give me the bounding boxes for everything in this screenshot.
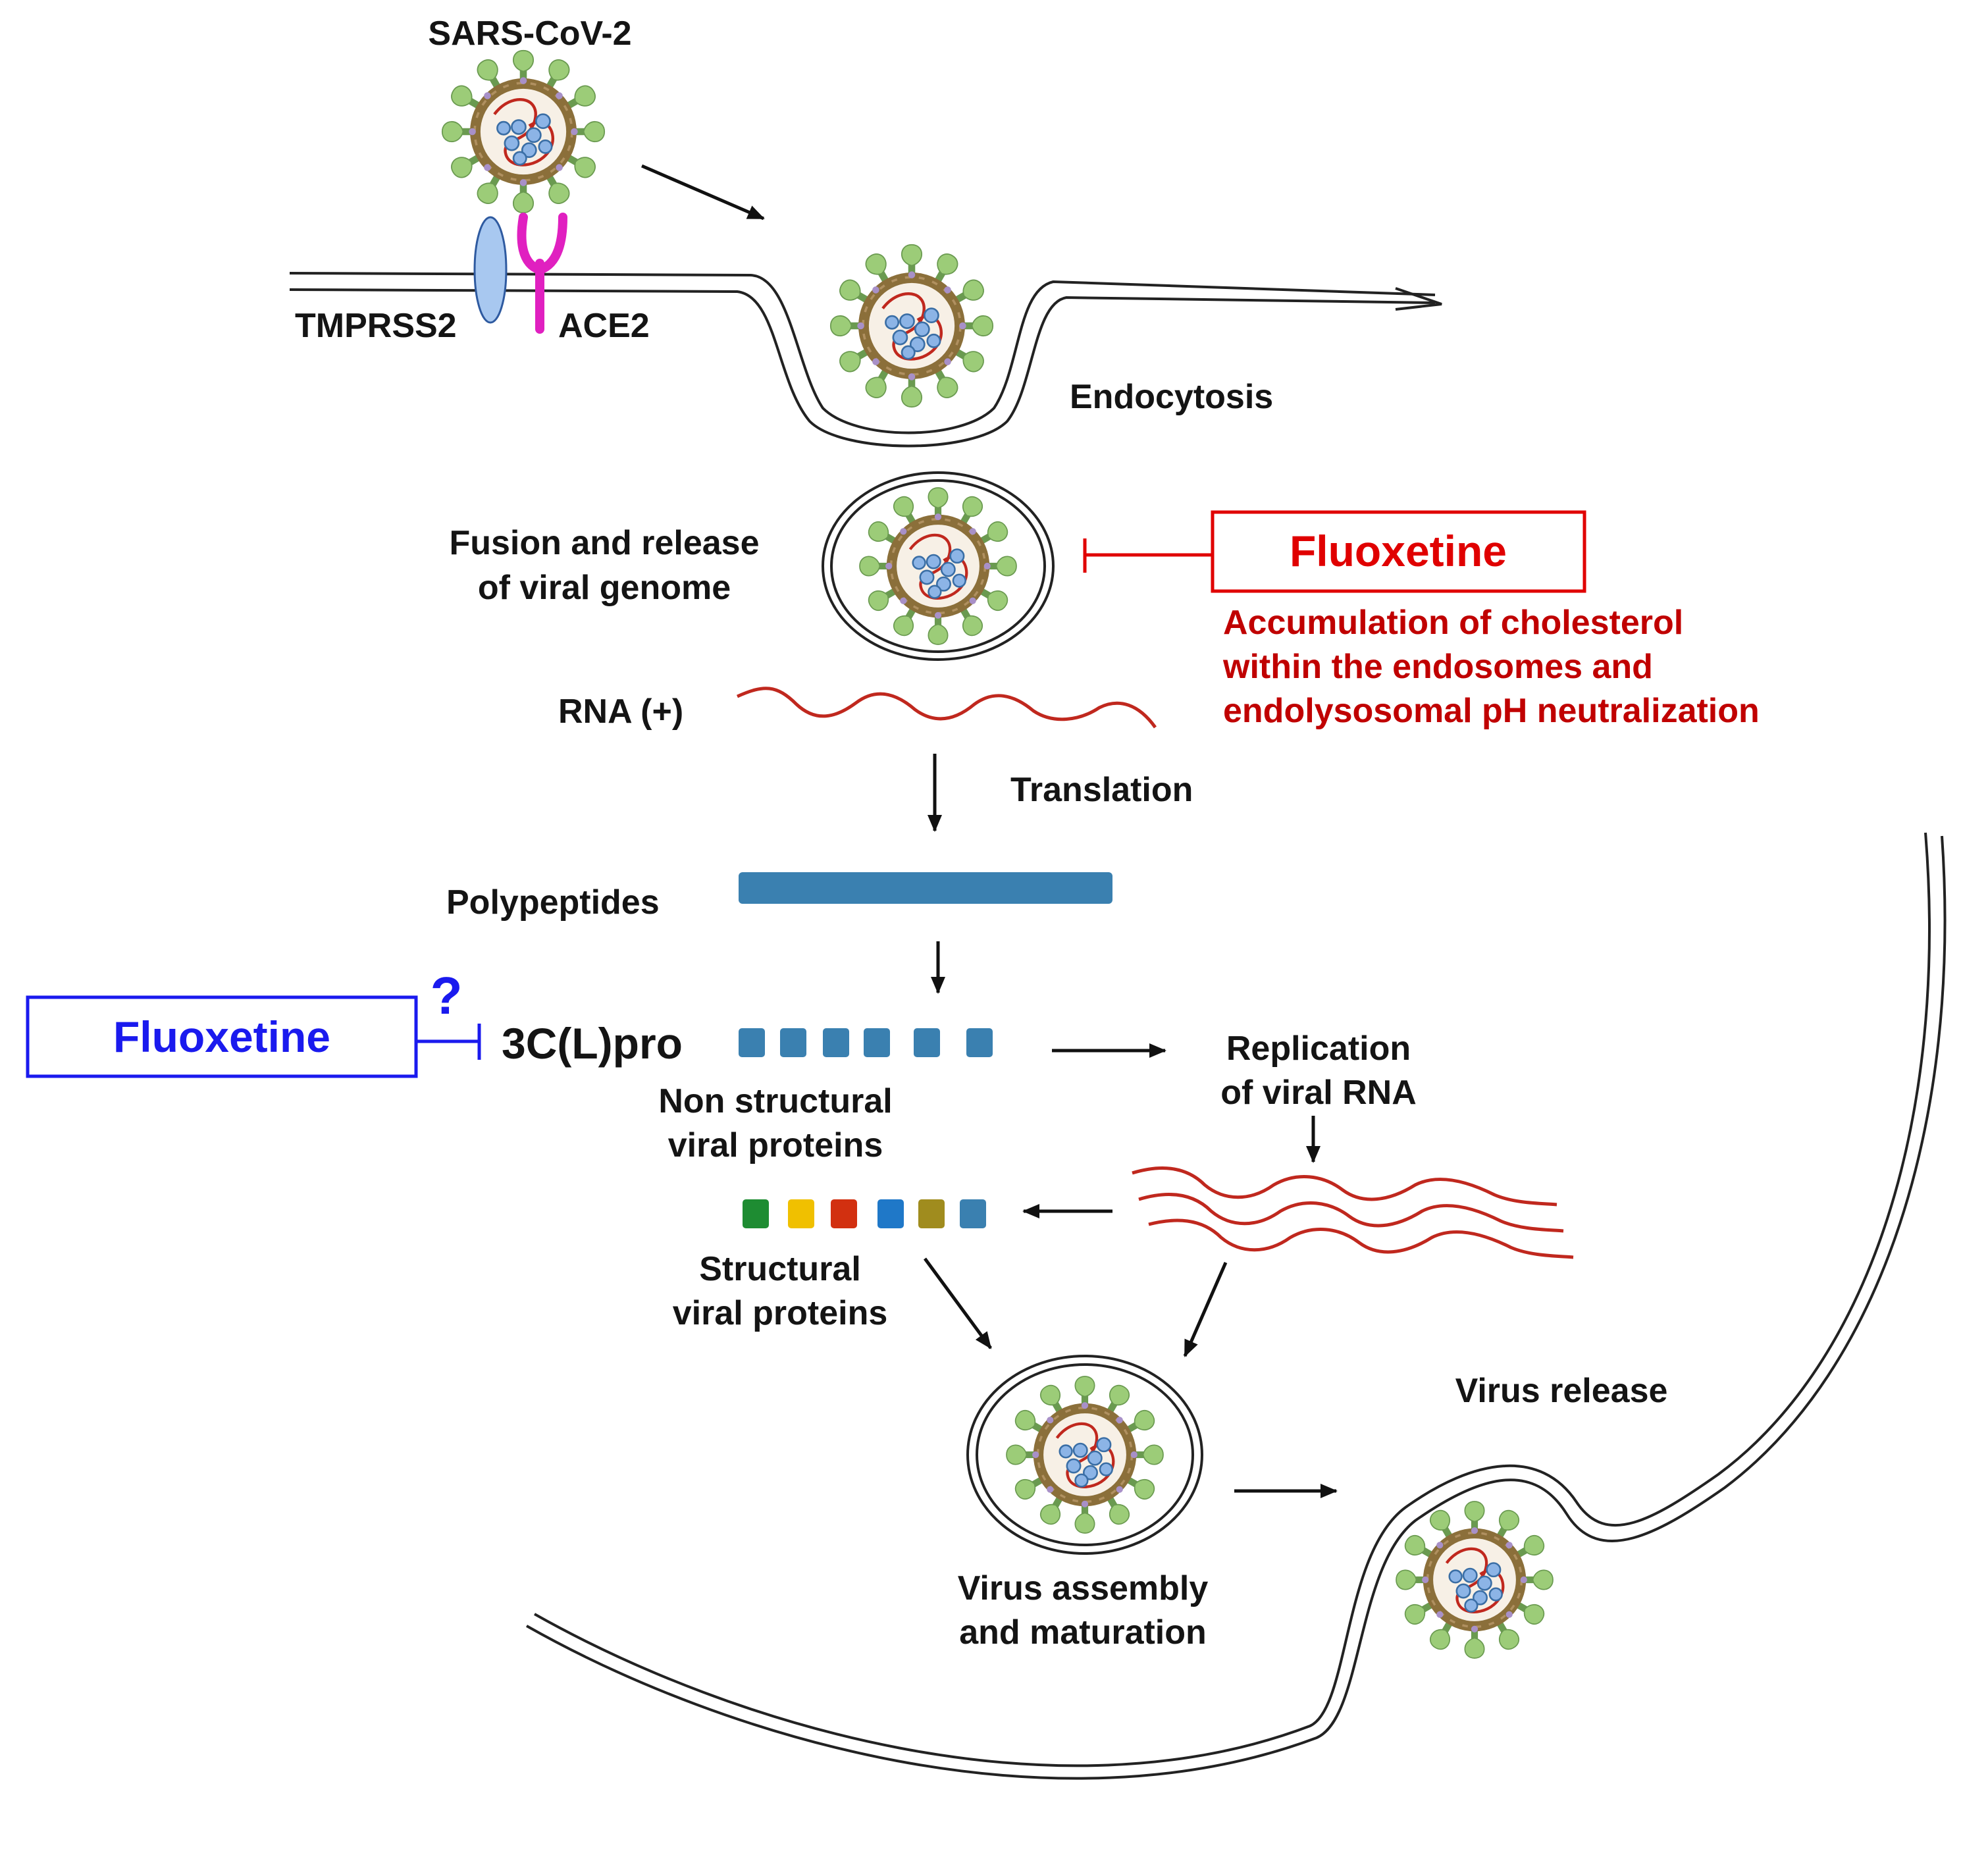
tmprss2-label: TMPRSS2 — [295, 307, 457, 345]
fluoxetine-endosome-label: Fluoxetine — [1290, 527, 1507, 575]
entry-arrow — [641, 164, 765, 221]
structural-label-line1: Structural — [699, 1250, 861, 1288]
plasma-membrane-top — [289, 272, 1442, 448]
replication-label-line1: Replication — [1226, 1030, 1411, 1068]
plasma-membrane-lower — [526, 832, 1947, 1780]
assembly-vesicle — [966, 1355, 1203, 1555]
assembly-label-line1: Virus assembly — [958, 1569, 1209, 1607]
virus-name-label: SARS-CoV-2 — [428, 14, 631, 53]
assembly-arrow-left — [923, 1257, 993, 1349]
fusion-label-line1: Fusion and release — [449, 524, 759, 562]
protease-label: 3C(L)pro — [502, 1019, 683, 1068]
question-mark: ? — [431, 966, 463, 1025]
tmprss2-protease-icon — [473, 216, 508, 324]
fluoxetine-endosome-box: Fluoxetine — [1211, 510, 1586, 593]
structural-proteins — [743, 1199, 986, 1228]
rna-label: RNA (+) — [558, 692, 683, 731]
release-label: Virus release — [1455, 1372, 1668, 1410]
virion-icon — [442, 51, 604, 213]
inhibition-bar-icon — [1083, 538, 1211, 573]
endocytosis-label: Endocytosis — [1070, 378, 1273, 416]
drug-effect-line1: Accumulation of cholesterol — [1223, 604, 1683, 642]
fusion-label-line2: of viral genome — [478, 569, 731, 607]
polypeptides-label: Polypeptides — [446, 883, 660, 922]
virion-icon — [1007, 1376, 1163, 1533]
virion-icon — [860, 488, 1016, 644]
ace2-receptor-icon — [517, 213, 567, 334]
inhibition-bar-icon — [416, 1024, 481, 1060]
drug-effect-line3: endolysosomal pH neutralization — [1223, 692, 1760, 730]
virion-icon — [831, 245, 993, 407]
polypeptide-bar — [739, 872, 1112, 904]
endosome — [822, 471, 1055, 661]
nonstructural-label-line1: Non structural — [658, 1082, 892, 1120]
structural-label-line2: viral proteins — [673, 1294, 888, 1332]
rna-strand — [736, 687, 1157, 729]
drug-effect-line2: within the endosomes and — [1222, 648, 1653, 686]
nonstructural-label-line2: viral proteins — [668, 1126, 883, 1164]
nonstructural-proteins — [739, 1028, 993, 1057]
fluoxetine-protease-box: Fluoxetine — [26, 995, 418, 1078]
assembly-label-line2: and maturation — [959, 1613, 1207, 1652]
assembly-arrow-right — [1183, 1261, 1228, 1357]
ace2-label: ACE2 — [558, 307, 650, 345]
replication-label-line2: of viral RNA — [1220, 1074, 1417, 1112]
replicated-rna-strands — [1132, 1166, 1574, 1259]
translation-label: Translation — [1010, 771, 1193, 809]
virion-icon — [1396, 1501, 1553, 1658]
fluoxetine-protease-label: Fluoxetine — [113, 1012, 330, 1061]
